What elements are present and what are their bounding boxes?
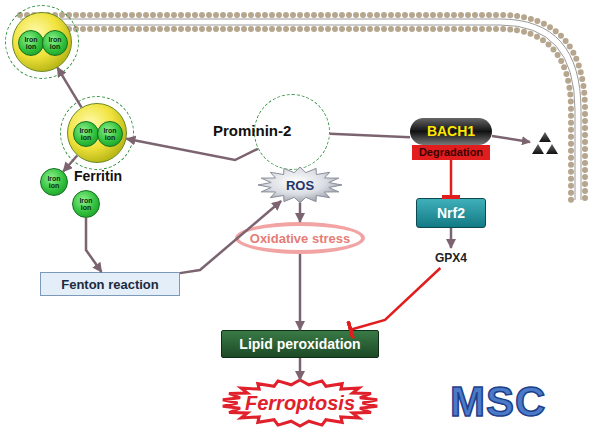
nrf2-box: Nrf2 xyxy=(416,198,486,228)
bach1-block: BACH1Degradation xyxy=(410,118,492,160)
burst-shape xyxy=(258,167,342,203)
node-text: Nrf2 xyxy=(437,205,465,221)
node-text: Lipid peroxidation xyxy=(239,336,360,352)
iron-ion: Iron ion xyxy=(97,121,123,147)
node-text: Iron ion xyxy=(75,127,97,141)
node-text: GPX4 xyxy=(435,251,467,265)
node-text: Iron ion xyxy=(20,36,42,50)
burst-shape xyxy=(223,380,377,426)
iron-ion: Iron ion xyxy=(72,190,100,218)
ferritin-sphere: Iron ionIron ion xyxy=(12,12,72,72)
stress-ellipse: Oxidative stress xyxy=(235,222,365,254)
iron-ion: Iron ion xyxy=(42,30,68,56)
arrow-connector xyxy=(330,134,410,138)
node-text: Iron ion xyxy=(43,175,65,189)
node-text: Iron ion xyxy=(99,127,121,141)
node-text: BACH1 xyxy=(410,118,492,145)
node-text: Iron ion xyxy=(75,197,97,211)
arrow-connector xyxy=(86,218,102,272)
iron-ion: Iron ion xyxy=(18,30,44,56)
fragment-triangle xyxy=(539,132,551,142)
arrow-connector xyxy=(299,254,302,330)
iron-ion: Iron ion xyxy=(73,121,99,147)
inhibition-connector xyxy=(350,268,441,330)
node-text: Fenton reaction xyxy=(61,277,159,292)
cell-type-label: MSC xyxy=(450,378,546,426)
node-text: Oxidative stress xyxy=(250,231,350,246)
inhibition-connector xyxy=(450,160,453,198)
node-text: Prominin-2 xyxy=(213,122,305,139)
outcome-burst: Ferroptosis xyxy=(222,380,378,426)
node-text: Degradation xyxy=(412,145,491,160)
protein-circle: Prominin-2 xyxy=(254,94,330,170)
process-box: Lipid peroxidation xyxy=(221,330,379,358)
node-text: ROS xyxy=(286,178,314,193)
arrow-connector xyxy=(299,358,302,380)
reaction-box: Fenton reaction xyxy=(40,272,180,296)
arrow-connector xyxy=(299,203,302,222)
arrow-connector xyxy=(126,139,257,160)
gpx4-label: GPX4 xyxy=(431,248,471,268)
arrow-connector xyxy=(450,228,453,248)
iron-ion: Iron ion xyxy=(40,168,68,196)
fragment-triangle xyxy=(532,144,544,154)
arrow-connector xyxy=(58,68,82,108)
node-text: Ferroptosis xyxy=(245,392,355,415)
fragment-triangle xyxy=(546,144,558,154)
node-text: Iron ion xyxy=(44,36,66,50)
ros-burst: ROS xyxy=(258,167,342,203)
ferritin-sphere: FerritinIron ionIron ion xyxy=(67,103,127,163)
degradation-arrow xyxy=(492,136,530,142)
